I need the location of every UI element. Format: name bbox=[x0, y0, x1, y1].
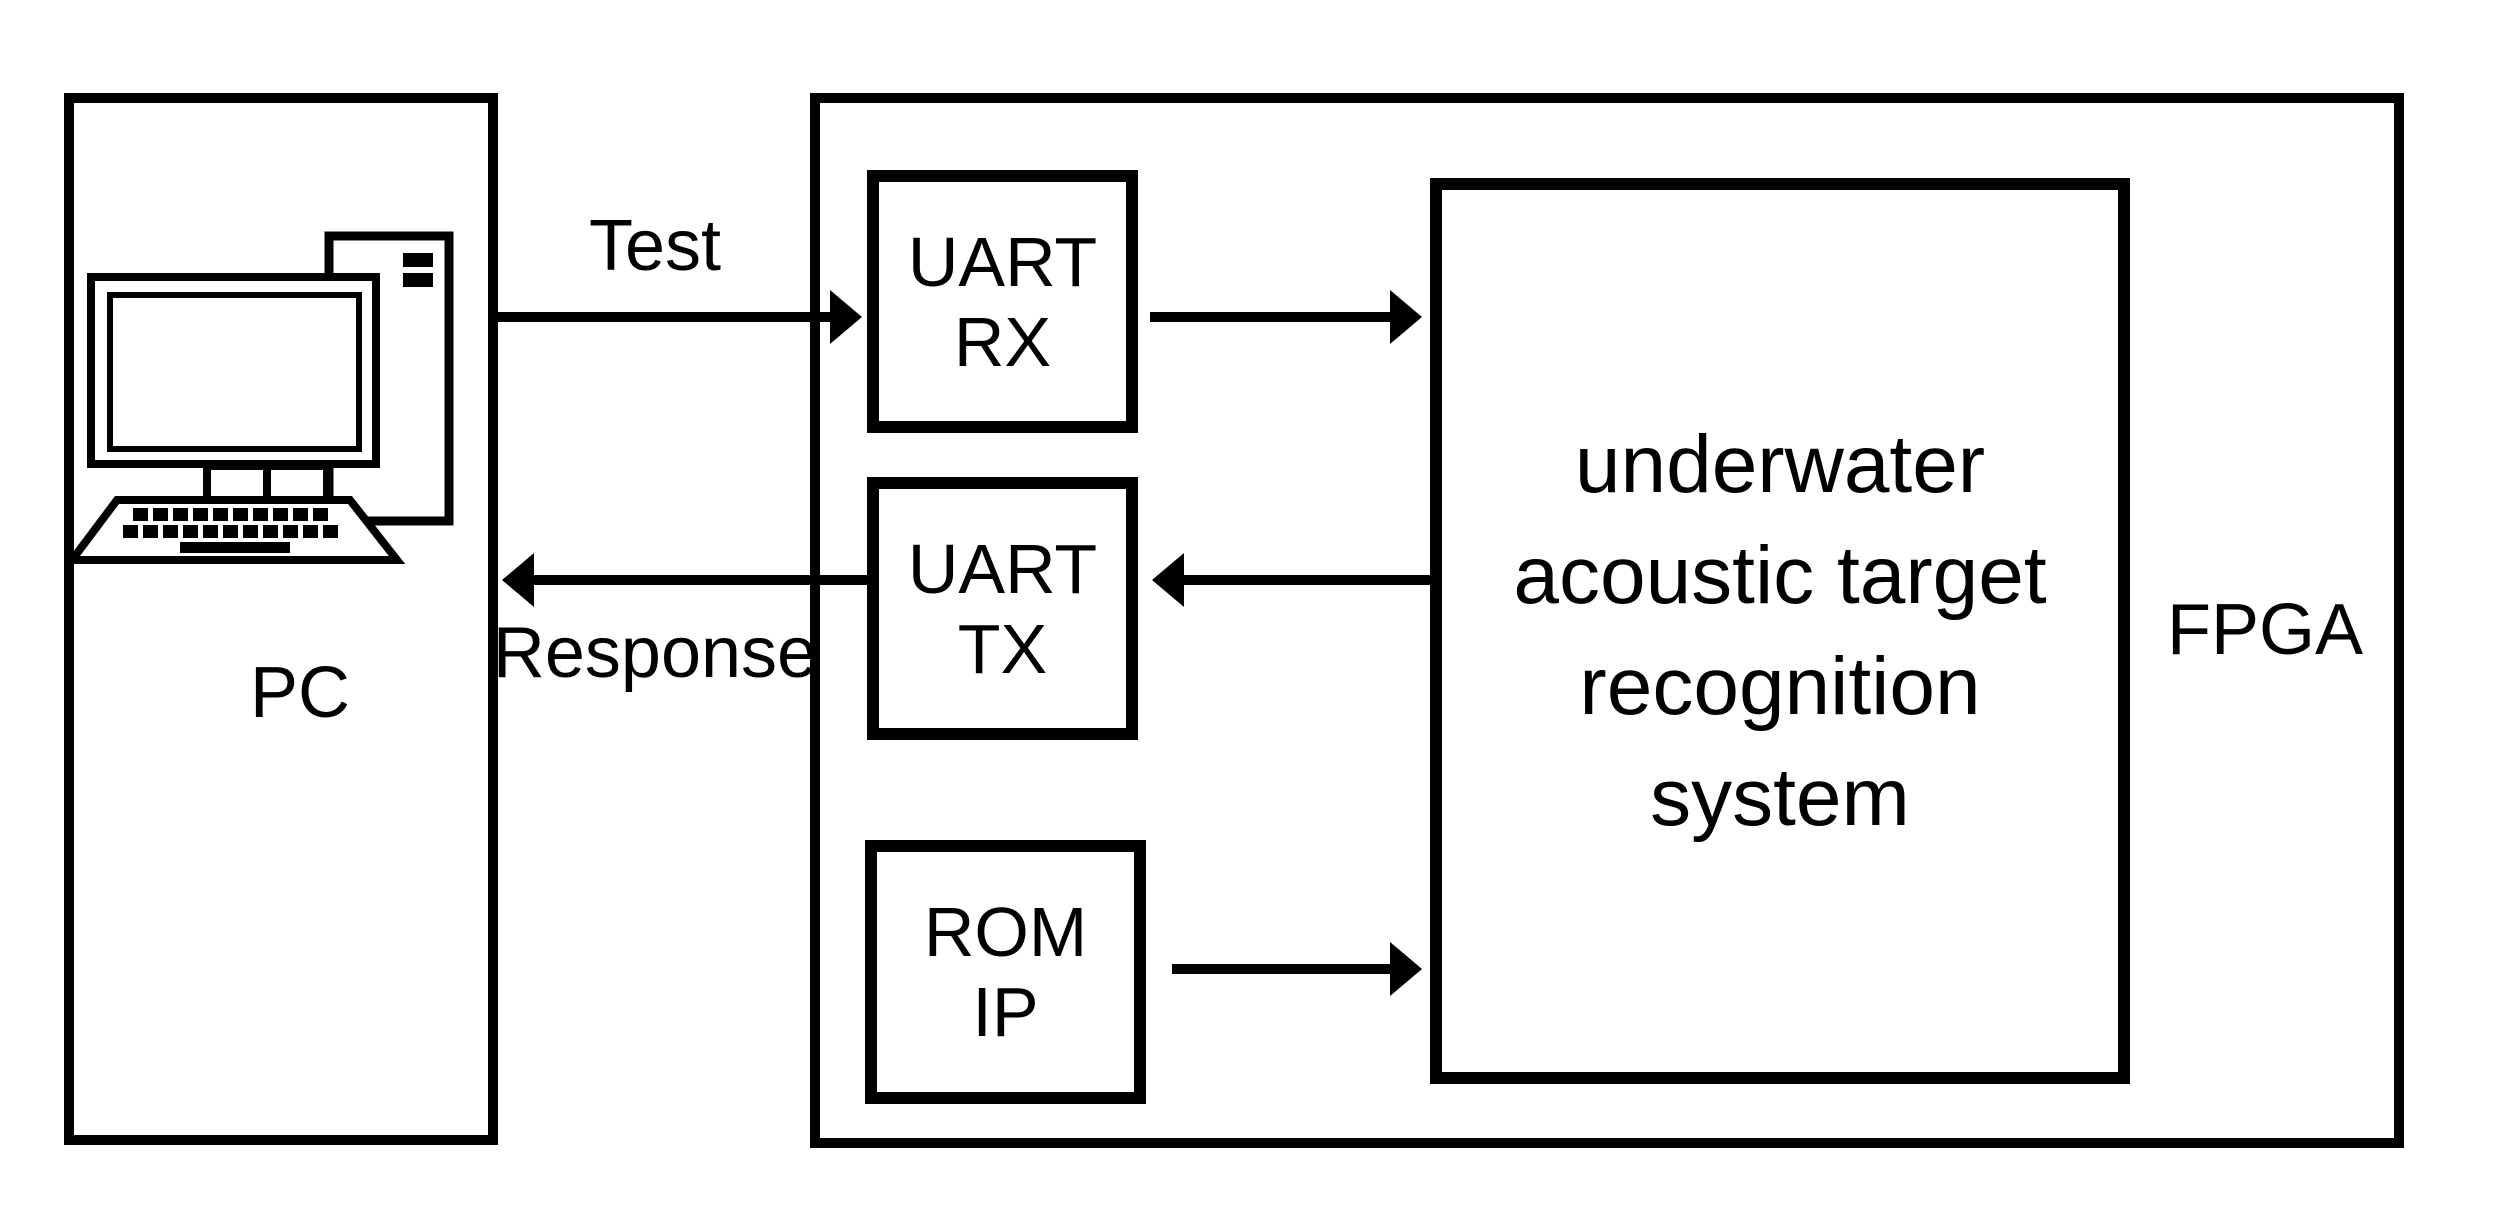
system-label-line2: acoustic target bbox=[1513, 530, 2047, 621]
rom-ip-label-line2: IP bbox=[972, 973, 1039, 1051]
uart-rx-label-line1: UART bbox=[907, 222, 1098, 301]
desktop-computer-icon bbox=[64, 231, 454, 564]
test-arrow-head bbox=[830, 290, 862, 344]
pc-label: PC bbox=[249, 653, 351, 733]
system-label-line4: system bbox=[1650, 752, 1910, 843]
response-arrow-label: Response bbox=[492, 613, 818, 693]
keyboard-keys bbox=[123, 508, 338, 553]
response-arrow-head bbox=[502, 553, 534, 607]
system-label-line1: underwater bbox=[1574, 419, 1986, 510]
system-label-line3: recognition bbox=[1579, 641, 1981, 732]
fpga-label: FPGA bbox=[2166, 590, 2364, 670]
uart-rx-label-line2: RX bbox=[953, 302, 1052, 381]
tower-drive-bay bbox=[403, 253, 433, 267]
tower-drive-bay bbox=[403, 273, 433, 287]
rx-to-system-arrow-head bbox=[1390, 290, 1422, 344]
system-to-tx-arrow-head bbox=[1152, 553, 1184, 607]
uart-rx-block: UART RX bbox=[867, 170, 1138, 433]
monitor-screen bbox=[107, 292, 362, 452]
spacebar-key bbox=[180, 542, 290, 553]
rom-ip-block: ROM IP bbox=[865, 840, 1146, 1104]
uart-tx-label-line1: UART bbox=[907, 529, 1098, 608]
rom-to-system-arrow-head bbox=[1390, 942, 1422, 996]
uart-tx-block: UART TX bbox=[867, 477, 1138, 740]
uart-tx-label-line2: TX bbox=[957, 609, 1048, 688]
test-arrow-label: Test bbox=[588, 206, 722, 286]
rom-ip-label-line1: ROM bbox=[923, 893, 1088, 971]
recognition-system-block: underwater acoustic target recognition s… bbox=[1430, 178, 2130, 1084]
